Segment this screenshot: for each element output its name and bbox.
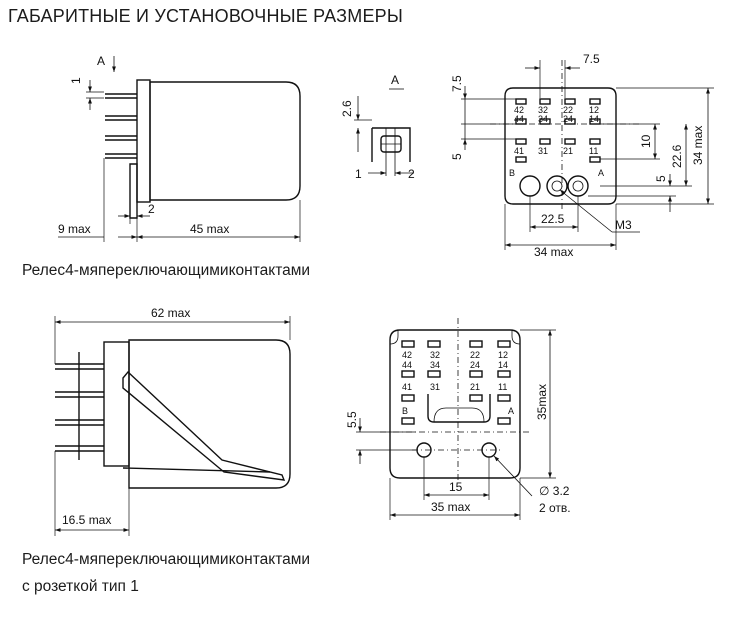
dim-7-5-left: 7.5 bbox=[450, 75, 464, 92]
pin-label: 41 bbox=[402, 382, 412, 392]
m3-studs bbox=[519, 175, 589, 197]
pin-label: 32 bbox=[538, 105, 548, 115]
pin-label: 12 bbox=[498, 350, 508, 360]
pin-label: 12 bbox=[589, 105, 599, 115]
dim-34max-horizontal: 34 max bbox=[534, 245, 573, 259]
pin-label: 42 bbox=[514, 105, 524, 115]
dim-2-detail-label: 2 bbox=[408, 167, 415, 181]
pin-label: 22 bbox=[563, 105, 573, 115]
caption-relay-socket-line1: Релес4-мяпереключающимиконтактами bbox=[22, 551, 311, 568]
view-label-a: А bbox=[97, 54, 105, 68]
dim-5-left: 5 bbox=[450, 153, 464, 160]
pin-label: 32 bbox=[430, 350, 440, 360]
pin-label: 31 bbox=[538, 146, 548, 156]
pin-label: 44 bbox=[402, 360, 412, 370]
socket-pins bbox=[55, 352, 104, 460]
relay-cover-socket bbox=[128, 339, 291, 489]
page-heading: ГАБАРИТНЫЕ И УСТАНОВОЧНЫЕ РАЗМЕРЫ bbox=[8, 6, 403, 26]
terminal-label-a: А bbox=[508, 406, 514, 416]
relay-socket-side-view: 62 max 16.5 max bbox=[54, 306, 291, 536]
relay-flange bbox=[136, 79, 151, 203]
relay-bottom-view: 42 32 22 12 44 34 24 14 41 31 21 11 В А … bbox=[450, 52, 714, 259]
relay-cover-outline bbox=[149, 81, 301, 201]
dim-2-6-label: 2.6 bbox=[340, 100, 354, 117]
thread-m3-label: М3 bbox=[615, 218, 632, 232]
pin-label: 34 bbox=[538, 114, 548, 124]
pin-label: 11 bbox=[589, 146, 598, 156]
dim-35max-vertical: 35max bbox=[535, 384, 549, 420]
dim-22-6: 22.6 bbox=[670, 144, 684, 168]
socket-base bbox=[103, 341, 130, 467]
mounting-bracket bbox=[129, 163, 138, 219]
dim-1-label: 1 bbox=[69, 77, 83, 84]
detail-view-a: А 2.6 1 2 bbox=[340, 73, 415, 181]
pin-label: 41 bbox=[514, 146, 524, 156]
socket-outline bbox=[389, 329, 521, 479]
view-a-title: А bbox=[391, 73, 399, 87]
retaining-clip bbox=[122, 370, 286, 481]
pin-label: 34 bbox=[430, 360, 440, 370]
pin-label: 14 bbox=[498, 360, 508, 370]
relay-side-view: А 1 2 9 max 45 max bbox=[58, 54, 301, 242]
dim-9max-label: 9 max bbox=[58, 222, 91, 236]
pin-label: 42 bbox=[402, 350, 412, 360]
socket-center-cutout bbox=[427, 394, 491, 423]
dim-34max-vertical: 34 max bbox=[691, 126, 705, 165]
pin-label: 14 bbox=[589, 114, 599, 124]
pin-label: 21 bbox=[470, 382, 480, 392]
dim-5-5: 5.5 bbox=[345, 411, 359, 428]
dim-7-5-top: 7.5 bbox=[583, 52, 600, 66]
pin-label: 22 bbox=[470, 350, 480, 360]
hole-diameter-label: ∅ 3.2 bbox=[539, 484, 570, 498]
dim-16-5max: 16.5 max bbox=[62, 513, 111, 527]
pin-label: 21 bbox=[563, 146, 573, 156]
terminal-label-b: В bbox=[402, 406, 408, 416]
dim-5-right: 5 bbox=[654, 175, 668, 182]
pin-label: 31 bbox=[430, 382, 440, 392]
dim-22-5: 22.5 bbox=[541, 212, 565, 226]
pin-label: 44 bbox=[514, 114, 524, 124]
terminal-label-b: В bbox=[509, 168, 515, 178]
caption-relay-outline: Релес4-мяпереключающимиконтактами bbox=[22, 262, 311, 279]
bottom-view-outline bbox=[504, 87, 617, 205]
dim-45max-label: 45 max bbox=[190, 222, 229, 236]
pin-detail-outline bbox=[371, 127, 411, 162]
terminal-label-a: А bbox=[598, 168, 604, 178]
dim-35max-horizontal: 35 max bbox=[431, 500, 470, 514]
dim-15: 15 bbox=[449, 480, 463, 494]
pin-label: 24 bbox=[563, 114, 573, 124]
relay-pins bbox=[105, 93, 137, 159]
dim-10: 10 bbox=[639, 134, 653, 148]
socket-pin-pads bbox=[401, 340, 511, 425]
pin-label: 11 bbox=[498, 382, 507, 392]
dim-62max: 62 max bbox=[151, 306, 190, 320]
dim-1-detail-label: 1 bbox=[355, 167, 362, 181]
hole-count-label: 2 отв. bbox=[539, 501, 571, 515]
socket-bottom-view: 42 32 22 12 44 34 24 14 41 31 21 11 В А … bbox=[345, 318, 571, 520]
pin-label: 24 bbox=[470, 360, 480, 370]
bottom-pin-pads bbox=[515, 98, 601, 163]
dim-2-label: 2 bbox=[148, 202, 155, 216]
caption-relay-socket-line2: с розеткой тип 1 bbox=[22, 578, 139, 595]
